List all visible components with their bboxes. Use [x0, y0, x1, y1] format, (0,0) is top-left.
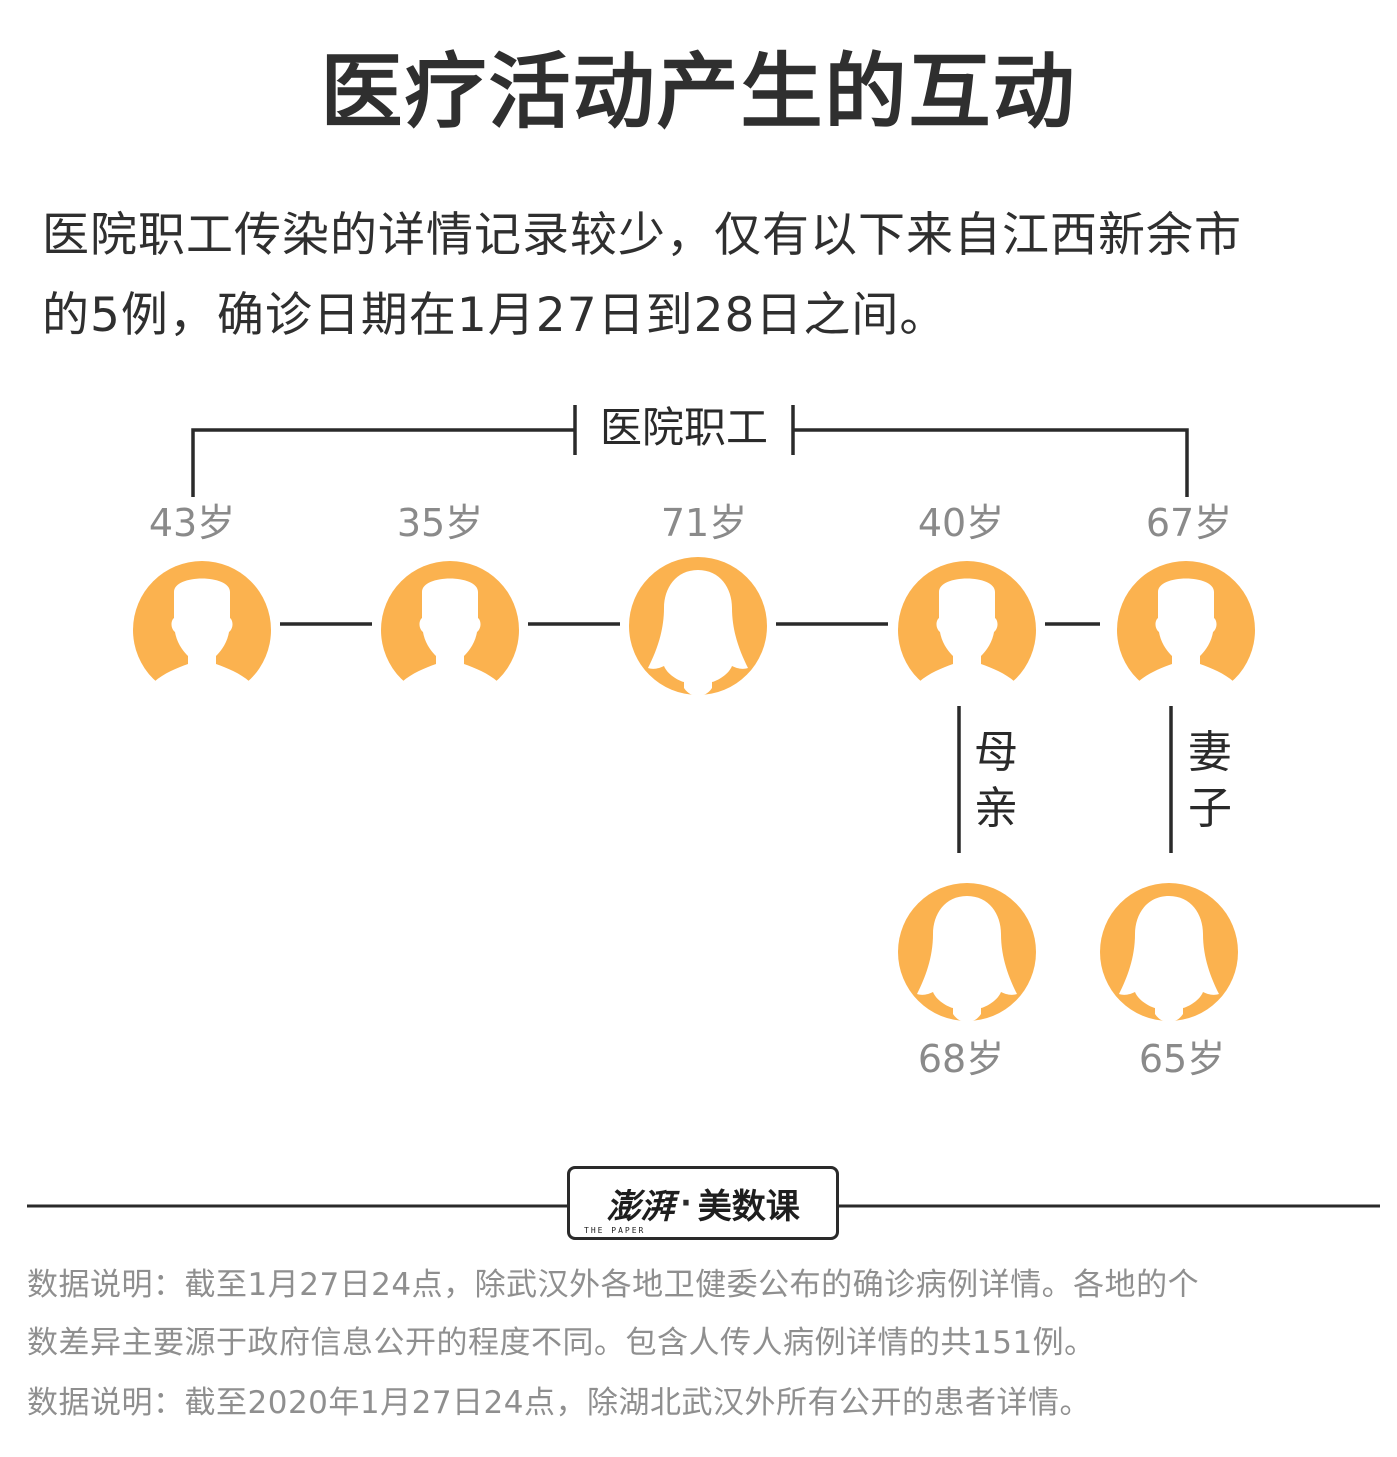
age-label: 40岁 — [917, 501, 1005, 545]
age-label: 71岁 — [660, 501, 748, 545]
age-label: 68岁 — [917, 1037, 1005, 1081]
female-avatar-icon — [897, 882, 1037, 1022]
male-avatar-icon — [132, 560, 272, 700]
female-avatar-icon — [1099, 882, 1239, 1022]
logo-dot: · — [680, 1185, 692, 1221]
age-label: 43岁 — [148, 501, 236, 545]
group-bracket-right — [793, 428, 1189, 497]
male-avatar-icon — [897, 560, 1037, 700]
footer-note-2: 数据说明：截至2020年1月27日24点，除湖北武汉外所有公开的患者详情。 — [27, 1385, 1092, 1421]
intro-line-1: 医院职工传染的详情记录较少，仅有以下来自江西新余市 — [42, 208, 1242, 263]
relation-label-mother: 母 亲 — [974, 727, 1018, 834]
female-avatar-icon — [628, 556, 768, 696]
logo-brand-en: THE PAPER — [584, 1226, 646, 1235]
age-label: 65岁 — [1138, 1037, 1226, 1081]
relation-label-wife: 妻 子 — [1188, 727, 1232, 834]
age-label: 67岁 — [1145, 501, 1233, 545]
footer-note-1-line-2: 数差异主要源于政府信息公开的程度不同。包含人传人病例详情的共151例。 — [27, 1325, 1096, 1361]
logo-brand: 澎湃 — [606, 1186, 675, 1227]
male-avatar-icon — [1116, 560, 1256, 700]
footer-note-1-line-1: 数据说明：截至1月27日24点，除武汉外各地卫健委公布的确诊病例详情。各地的个 — [27, 1267, 1200, 1303]
male-avatar-icon — [380, 560, 520, 700]
brand-logo: 澎湃 · 美数课 THE PAPER — [567, 1166, 839, 1240]
logo-column: 美数课 — [697, 1186, 800, 1227]
age-label: 35岁 — [396, 501, 484, 545]
group-label-hospital-staff: 医院职工 — [599, 403, 768, 452]
page-title: 医疗活动产生的互动 — [320, 45, 1077, 140]
group-bracket-left — [191, 428, 575, 497]
intro-line-2: 的5例，确诊日期在1月27日到28日之间。 — [42, 288, 948, 343]
intro-text: 医院职工传染的详情记录较少，仅有以下来自江西新余市 的5例，确诊日期在1月27日… — [42, 196, 1362, 356]
